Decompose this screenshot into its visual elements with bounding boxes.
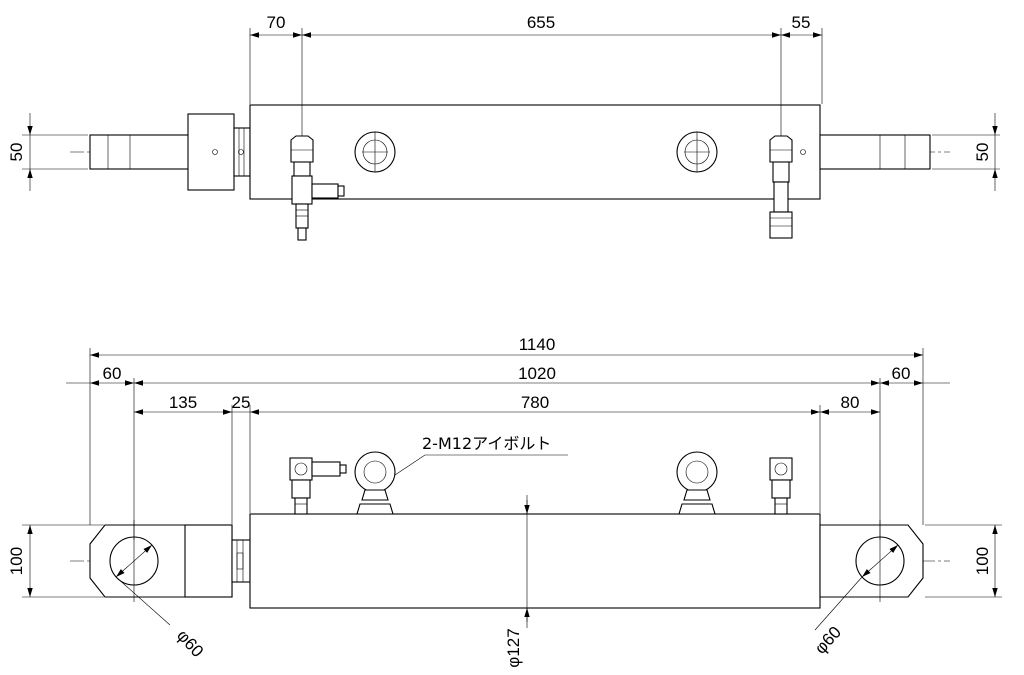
dim-right-eye-offset: 60 <box>892 364 911 383</box>
dim-right-height: 50 <box>973 143 992 162</box>
dim-left-clevis: 135 <box>169 393 197 412</box>
top-port-right <box>769 135 806 239</box>
front-port-left <box>289 457 347 515</box>
dim-overall-length: 1140 <box>519 335 556 354</box>
front-port-right <box>769 457 793 515</box>
dim-left-height: 50 <box>7 143 26 162</box>
front-view: 2-M12アイボルト 1140 60 1020 60 135 25 780 80 <box>7 335 1002 668</box>
eyebolt-note: 2-M12アイボルト <box>422 434 551 453</box>
dim-left-eye-offset: 60 <box>103 364 122 383</box>
dim-front-left-height: 100 <box>7 547 26 575</box>
dim-rod-to-port: 70 <box>267 13 286 32</box>
dim-tube-dia: φ127 <box>504 628 523 667</box>
dim-front-right-height: 100 <box>973 547 992 575</box>
dim-left-pin-dia: φ60 <box>173 626 207 661</box>
top-view: 70 655 55 50 50 <box>7 13 1000 241</box>
front-eyebolt-right <box>676 451 718 515</box>
dim-tube-length: 780 <box>521 393 549 412</box>
top-left-rod-end <box>89 113 251 191</box>
top-right-rod-end <box>819 134 931 170</box>
front-left-clevis <box>89 520 251 602</box>
dim-gland: 25 <box>232 393 251 412</box>
top-port-left <box>290 135 345 241</box>
top-tube <box>249 104 821 200</box>
dim-right-pin-dia: φ60 <box>811 623 845 658</box>
front-tube <box>249 513 821 609</box>
dim-right-clevis: 80 <box>841 393 860 412</box>
dim-port-to-end: 55 <box>792 13 811 32</box>
front-right-clevis <box>819 520 924 602</box>
dim-pin-to-pin: 1020 <box>518 364 556 383</box>
dim-port-spacing: 655 <box>527 13 555 32</box>
top-eyebolt-right <box>676 131 718 173</box>
top-eyebolt-left <box>354 131 396 173</box>
front-eyebolt-left <box>354 451 396 515</box>
